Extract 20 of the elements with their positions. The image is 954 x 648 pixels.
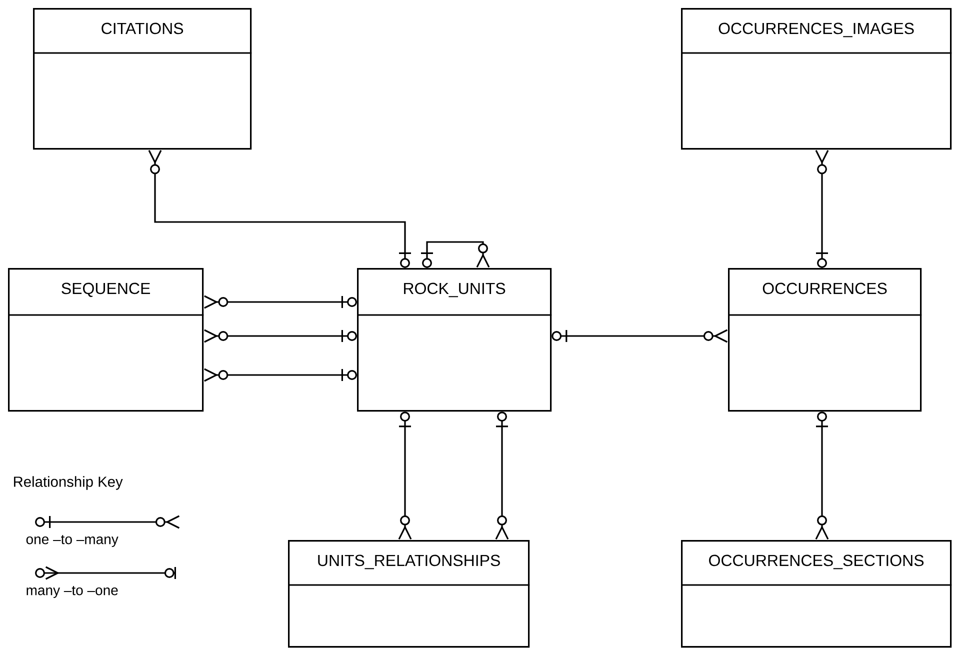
table-box: UNITS_RELATIONSHIPS <box>288 540 530 648</box>
table-box: CITATIONS <box>33 8 252 150</box>
legend-text: many –to –one <box>26 586 118 598</box>
table-box: ROCK_UNITS <box>357 268 552 412</box>
relationship-line <box>552 329 728 343</box>
relationship-line <box>148 150 411 268</box>
table-box: OCCURRENCES_IMAGES <box>681 8 952 150</box>
relationship-line <box>204 368 357 382</box>
relationship-line <box>398 412 412 540</box>
relationship-line <box>204 295 357 309</box>
table-box: OCCURRENCES_SECTIONS <box>681 540 952 648</box>
table-box: SEQUENCE <box>8 268 204 412</box>
relationship-line <box>815 412 829 540</box>
relationship-line <box>421 241 490 268</box>
legend-title: Relationship Key <box>14 476 123 490</box>
table-box: OCCURRENCES <box>728 268 922 412</box>
relationship-line <box>495 412 509 540</box>
relationship-line <box>815 150 829 268</box>
legend-text: one –to –many <box>26 535 118 547</box>
relationship-line <box>204 329 357 343</box>
